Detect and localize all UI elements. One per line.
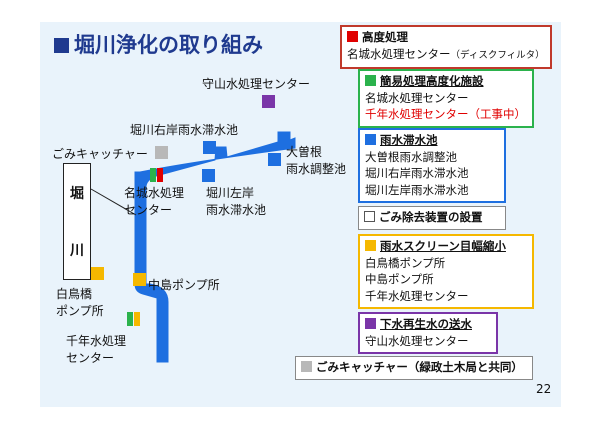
legend-rain-reservoir: 雨水滞水池 大曽根雨水調整池 堀川右岸雨水滞水池 堀川左岸雨水滞水池: [358, 128, 506, 203]
river-label-leader: [90, 188, 137, 216]
meijo-marker-red: [157, 168, 163, 182]
legend-reclaimed-water: 下水再生水の送水 守山水処理センター: [358, 312, 498, 354]
green-square-icon: [365, 75, 376, 86]
legend-rain-line-1: 大曽根雨水調整池: [365, 149, 457, 164]
river-label-char-1: 堀: [70, 185, 84, 202]
slide-title-text: 堀川浄化の取り組み: [74, 33, 263, 57]
horikawa-left-label-1: 堀川左岸: [206, 186, 255, 200]
moriyama-marker: [262, 95, 275, 108]
ozone-label-1: 大曽根: [286, 145, 323, 159]
river-channel: [134, 131, 296, 363]
legend-advanced-heading: 高度処理: [347, 29, 545, 46]
meijo-label-1: 名城水処理: [124, 186, 185, 200]
legend-garbage-heading-text: ごみ除去装置の設置: [379, 210, 483, 224]
legend-reclaimed-heading-text: 下水再生水の送水: [380, 317, 472, 331]
legend-screen-line-2: 中島ポンプ所: [365, 272, 434, 286]
horikawa-left-marker: [202, 169, 215, 182]
legend-screen-reduction: 雨水スクリーン目幅縮小 白鳥橋ポンプ所 中島ポンプ所 千年水処理センター: [358, 234, 534, 309]
legend-reclaimed-heading: 下水再生水の送水: [365, 316, 491, 333]
legend-advanced-treatment: 高度処理 名城水処理センター（ディスクフィルタ）: [340, 25, 552, 69]
sennen-marker-yellow: [134, 312, 140, 326]
meijo-marker-green: [150, 168, 156, 182]
legend-advanced-heading-text: 高度処理: [362, 30, 408, 44]
shiraume-label-1: 白鳥橋: [56, 287, 93, 301]
legend-rain-line-2: 堀川右岸雨水滞水池: [365, 166, 469, 180]
river-label-box: 堀 川: [63, 163, 91, 280]
legend-catcher-heading-text: ごみキャッチャー（緑政土木局と共同）: [316, 360, 523, 374]
legend-garbage-removal: ごみ除去装置の設置: [358, 206, 506, 230]
outline-square-icon: [364, 211, 375, 222]
legend-rain-line-3: 堀川左岸雨水滞水池: [365, 182, 469, 197]
legend-simple-line-2: 千年水処理センター（工事中）: [365, 107, 526, 121]
slide-title: 堀川浄化の取り組み: [54, 29, 263, 59]
horikawa-right-label: 堀川右岸雨水滞水池: [130, 123, 239, 137]
ozone-marker: [268, 153, 281, 166]
blue-square-icon: [365, 134, 376, 145]
legend-garbage-heading: ごみ除去装置の設置: [364, 209, 500, 226]
legend-simple-line-1: 名城水処理センター: [365, 90, 469, 105]
horikawa-right-marker: [203, 141, 216, 154]
meijo-label-2: センター: [124, 203, 173, 217]
orange-square-icon: [365, 240, 376, 251]
legend-screen-heading: 雨水スクリーン目幅縮小: [365, 238, 527, 255]
legend-gomi-catcher: ごみキャッチャー（緑政土木局と共同）: [295, 356, 533, 380]
legend-rain-heading: 雨水滞水池: [365, 132, 499, 149]
purple-square-icon: [365, 318, 376, 329]
river-label-char-2: 川: [70, 243, 84, 260]
legend-reclaimed-line-1: 守山水処理センター: [365, 333, 469, 348]
legend-rain-heading-text: 雨水滞水池: [380, 133, 438, 147]
legend-screen-line-3: 千年水処理センター: [365, 288, 469, 303]
sennen-marker-green: [127, 312, 133, 326]
sennen-label-2: センター: [66, 351, 115, 365]
legend-simple-heading-text: 簡易処理高度化施設: [380, 74, 484, 88]
legend-screen-line-1: 白鳥橋ポンプ所: [365, 255, 446, 270]
gray-square-icon: [301, 361, 312, 372]
slide: 堀川浄化の取り組み 堀 川 守山水処理センター 堀川右岸雨水滞水池 ごみキャッチ…: [40, 22, 561, 407]
page-number: 22: [536, 382, 552, 396]
gomi-catcher-marker: [155, 146, 168, 159]
nakajima-marker: [133, 273, 146, 286]
moriyama-label: 守山水処理センター: [202, 77, 311, 91]
legend-catcher-heading: ごみキャッチャー（緑政土木局と共同）: [301, 359, 527, 376]
gomi-catcher-label: ごみキャッチャー: [52, 147, 148, 161]
red-square-icon: [347, 31, 358, 42]
ozone-label-2: 雨水調整池: [286, 162, 347, 176]
shiraume-label-2: ポンプ所: [56, 304, 104, 318]
horikawa-left-label-2: 雨水滞水池: [206, 203, 267, 217]
title-square-icon: [54, 38, 69, 53]
nakajima-label: 中島ポンプ所: [148, 278, 220, 292]
horikawa-river-map: [90, 131, 296, 363]
sennen-label-1: 千年水処理: [66, 334, 127, 348]
legend-screen-heading-text: 雨水スクリーン目幅縮小: [380, 239, 506, 253]
shiraume-marker: [91, 267, 104, 280]
legend-advanced-line-note: （ディスクフィルタ）: [450, 49, 545, 61]
legend-advanced-line-text: 名城水処理センター: [347, 46, 451, 61]
legend-simple-treatment: 簡易処理高度化施設 名城水処理センター 千年水処理センター（工事中）: [358, 69, 534, 128]
legend-advanced-line: 名城水処理センター（ディスクフィルタ）: [347, 46, 545, 65]
legend-simple-heading: 簡易処理高度化施設: [365, 73, 527, 90]
